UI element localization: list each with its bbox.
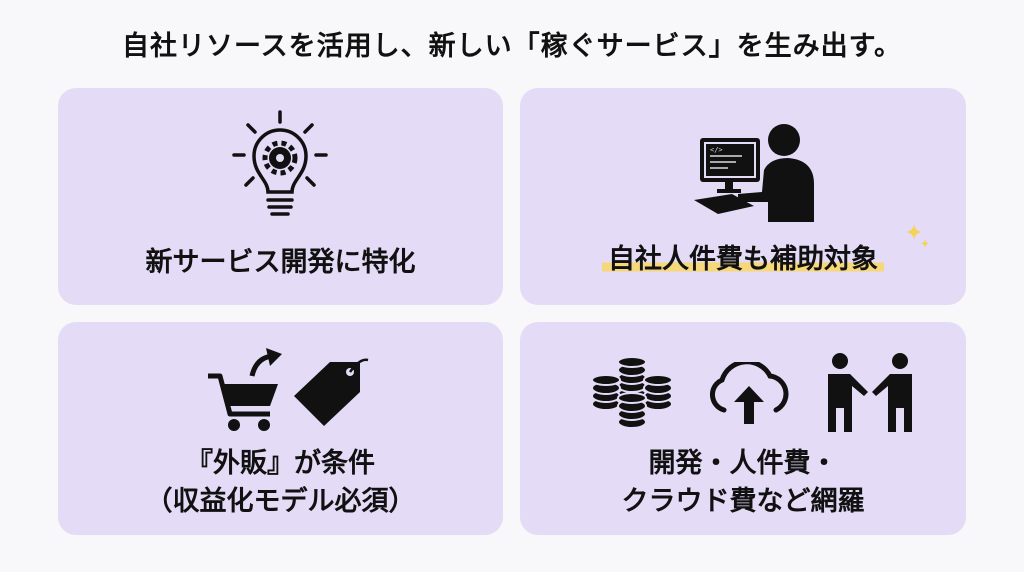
card-label-highlighted: 自社人件費も補助対象 [602, 244, 884, 274]
price-tag-icon [294, 358, 369, 426]
card-label-line2: （収益化モデル必須） [145, 486, 416, 516]
card-new-service: 新サービス開発に特化 [58, 88, 503, 305]
card-label-line1: 開発・人件費・ [648, 448, 838, 478]
card-label-line1: 『外販』が条件 [186, 448, 375, 478]
card-label: 新サービス開発に特化 [145, 247, 416, 277]
card-personnel-cost: </> 自社人件費も補助対象 [520, 88, 966, 305]
svg-text:</>: </> [710, 146, 723, 154]
cloud-upload-icon [710, 362, 789, 424]
developer-at-computer-icon: </> [694, 124, 814, 222]
sparkle-icon [906, 224, 929, 248]
handshake-icon [828, 353, 912, 432]
coins-icon [591, 356, 673, 429]
card-external-sales: 『外販』が条件 （収益化モデル必須） [58, 322, 503, 535]
card-cost-coverage: 開発・人件費・ クラウド費など網羅 [520, 322, 966, 535]
lightbulb-gear-icon [232, 110, 328, 216]
shopping-cart-icon [208, 348, 282, 431]
card-label-line2: クラウド費など網羅 [621, 486, 865, 516]
page-title: 自社リソースを活用し、新しい「稼ぐサービス」を生み出す。 [122, 31, 902, 61]
